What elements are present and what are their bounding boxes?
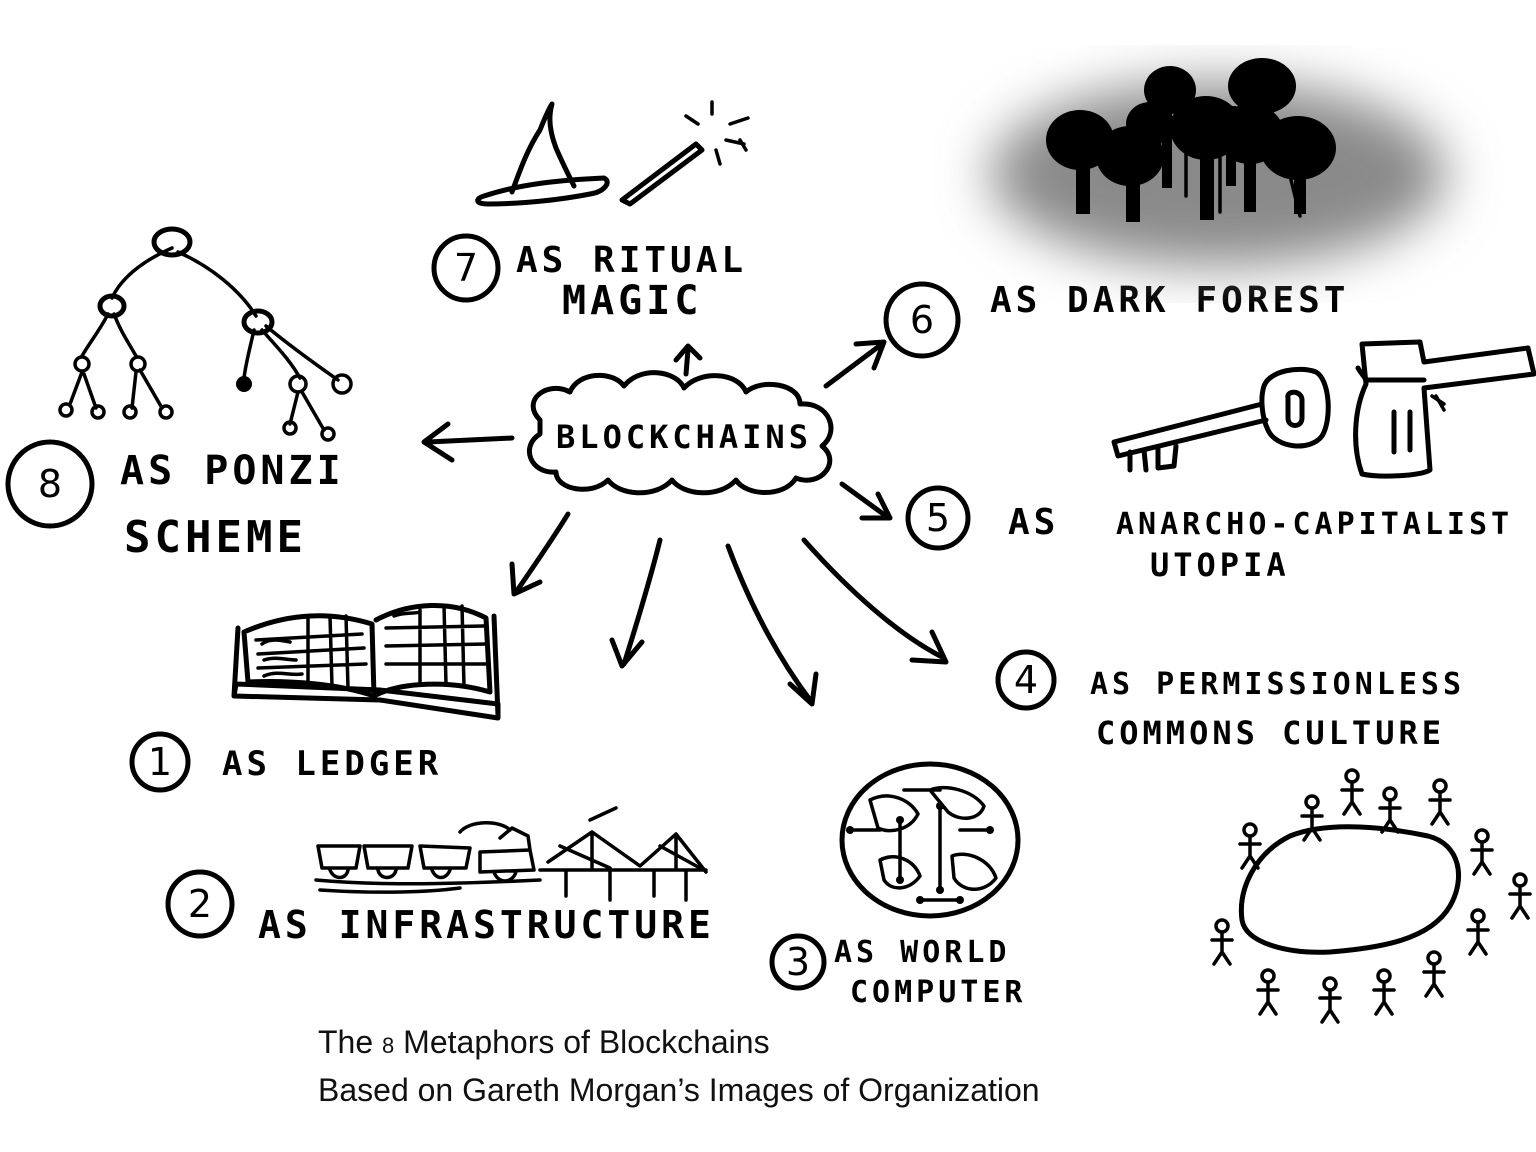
magic-hat-wand-illustration (475, 100, 750, 207)
svg-text:5: 5 (926, 496, 950, 540)
stick-figure (1210, 918, 1234, 966)
arrow-to-7 (673, 343, 703, 377)
stick-figure (1466, 908, 1490, 956)
label-3-line-2: COMPUTER (850, 975, 1027, 1010)
stick-figure (1470, 828, 1494, 876)
stick-figure (1428, 778, 1452, 826)
arrow-to-3 (725, 543, 819, 707)
label-1: AS LEDGER (222, 744, 442, 784)
arrow-to-6 (823, 339, 887, 389)
label-6: AS DARK FOREST (990, 280, 1349, 321)
caption-subtitle: Based on Gareth Morgan’s Images of Organ… (318, 1072, 1040, 1108)
number-circle-2: 2 (165, 869, 235, 939)
stick-figures (1210, 768, 1532, 1024)
stick-figure (1238, 822, 1262, 870)
arrow-to-2 (609, 537, 663, 669)
train-bridge-illustration (314, 806, 708, 902)
dark-forest-illustration (990, 58, 1446, 266)
bridge (538, 806, 708, 902)
label-5-line-1: AS (1008, 502, 1059, 543)
stick-figure (1340, 768, 1364, 816)
center-cloud: BLOCKCHAINS (526, 370, 834, 496)
ponzi-tree-illustration (58, 226, 353, 442)
number-circle-7: 7 (431, 233, 501, 303)
arrow-to-1 (509, 511, 571, 597)
arrows (421, 339, 949, 707)
center-label: BLOCKCHAINS (556, 418, 812, 456)
label-7-line-2: MAGIC (562, 278, 702, 324)
label-8-line-2: SCHEME (124, 512, 307, 563)
stick-figure (1300, 794, 1324, 842)
key-icon (1111, 366, 1331, 473)
stick-figure (1508, 872, 1532, 920)
commons-people-illustration (1210, 768, 1532, 1024)
label-5-line-3: UTOPIA (1150, 546, 1290, 584)
arrow-to-5 (839, 481, 893, 521)
number-circle-5: 5 (905, 485, 971, 551)
arrow-to-8 (421, 421, 515, 463)
stick-figure (1318, 976, 1342, 1024)
world-computer-illustration (839, 761, 1021, 919)
number-circle-6: 6 (883, 281, 961, 359)
number-circle-3: 3 (769, 933, 827, 991)
svg-text:7: 7 (454, 246, 478, 290)
arrow-to-4 (801, 537, 949, 665)
svg-text:3: 3 (786, 940, 810, 984)
number-circles: 1 2 3 4 5 6 7 8 (5, 233, 1057, 991)
svg-text:4: 4 (1014, 658, 1038, 702)
label-4-line-2: COMMONS CULTURE (1096, 714, 1445, 752)
number-circle-1: 1 (129, 731, 191, 793)
train (314, 821, 542, 894)
wand-sparkle (684, 100, 750, 166)
stick-figure (1256, 968, 1280, 1016)
lock-icon (1353, 339, 1536, 479)
metaphor-labels: AS LEDGER AS INFRASTRUCTURE AS WORLD COM… (120, 240, 1513, 1010)
label-8-line-1: AS PONZI (120, 448, 345, 494)
number-circle-4: 4 (995, 649, 1057, 711)
number-circle-8: 8 (5, 439, 95, 529)
caption-title: The 8 Metaphors of Blockchains (318, 1024, 770, 1060)
wizard-hat (475, 101, 610, 207)
label-7-line-1: AS RITUAL (516, 240, 747, 281)
stick-figure (1378, 786, 1402, 834)
label-4-line-1: AS PERMISSIONLESS (1090, 667, 1465, 702)
stick-figure (1422, 950, 1446, 998)
svg-text:6: 6 (910, 298, 934, 342)
key-lock-illustration (1111, 339, 1536, 479)
magic-wand (619, 141, 705, 207)
ledger-book-illustration (231, 602, 501, 721)
label-3-line-1: AS WORLD (834, 935, 1011, 970)
stick-figure (1372, 968, 1396, 1016)
svg-text:1: 1 (148, 740, 172, 784)
ledger-grid (254, 604, 488, 690)
svg-text:8: 8 (38, 462, 62, 506)
label-5-line-2: ANARCHO-CAPITALIST (1116, 507, 1513, 542)
svg-text:2: 2 (188, 882, 212, 926)
label-2: AS INFRASTRUCTURE (258, 903, 715, 947)
